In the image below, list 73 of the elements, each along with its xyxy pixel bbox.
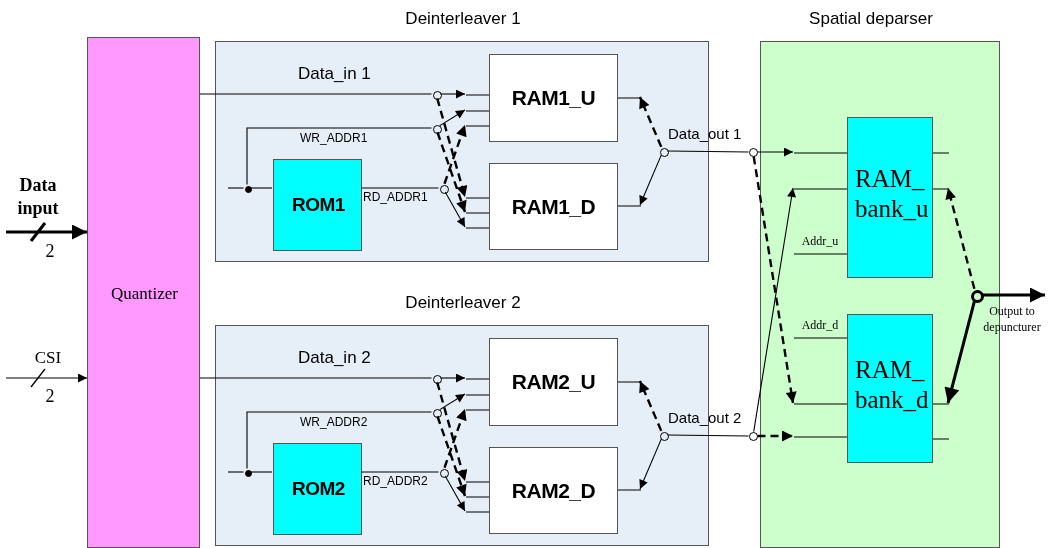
arrow bbox=[443, 124, 467, 185]
panel-title: Spatial deparser bbox=[808, 9, 934, 29]
signal-line bbox=[246, 127, 433, 186]
block-label: ROM2 bbox=[291, 478, 346, 500]
text-label: CSI bbox=[33, 347, 63, 369]
arrow bbox=[443, 408, 467, 469]
arrow bbox=[444, 191, 466, 228]
edge-label: RD_ADDR1 bbox=[363, 190, 428, 204]
ram-bank-block bbox=[794, 314, 949, 463]
arrow bbox=[639, 438, 662, 490]
block-label: RAM_ bank_d bbox=[855, 354, 930, 415]
signal-line bbox=[199, 93, 433, 95]
arrow bbox=[757, 430, 793, 442]
arrow bbox=[638, 380, 663, 432]
signal-name: Addr_d bbox=[800, 318, 840, 334]
quantizer-block bbox=[87, 37, 200, 548]
arrow bbox=[439, 393, 466, 411]
arrow bbox=[436, 415, 467, 497]
arrow bbox=[639, 154, 662, 206]
signal-name: Addr_u bbox=[800, 234, 840, 250]
block-label: RAM2_D bbox=[510, 478, 597, 503]
arrow bbox=[945, 187, 976, 289]
arrow bbox=[439, 373, 466, 383]
text-label: 2 bbox=[44, 240, 56, 263]
signal-line bbox=[982, 287, 1045, 303]
arrow bbox=[5, 373, 88, 383]
edge-label: WR_ADDR1 bbox=[300, 131, 368, 145]
arrow bbox=[638, 96, 663, 148]
text-label: 2 bbox=[44, 385, 56, 408]
edge-label: Data_in 1 bbox=[298, 64, 371, 84]
arrow bbox=[6, 224, 87, 240]
junction-dot bbox=[244, 469, 252, 477]
switch-pivot bbox=[970, 289, 984, 303]
signal-line bbox=[666, 150, 750, 153]
connector-line bbox=[227, 187, 245, 189]
connector-line bbox=[249, 471, 273, 473]
arrow bbox=[439, 109, 466, 127]
edge-label: WR_ADDR2 bbox=[300, 415, 368, 429]
connector-line bbox=[227, 471, 245, 473]
edge-label: Data_in 2 bbox=[298, 348, 371, 368]
arrow bbox=[436, 131, 467, 213]
arrow bbox=[756, 147, 794, 157]
signal-line bbox=[199, 377, 433, 379]
block-label: RAM_ bank_u bbox=[855, 163, 930, 224]
arrow bbox=[944, 300, 976, 404]
ram-block bbox=[466, 338, 641, 426]
ram-block bbox=[466, 54, 641, 142]
rom-block bbox=[273, 443, 362, 535]
arrow bbox=[439, 89, 466, 99]
arrow bbox=[444, 475, 466, 512]
signal-line bbox=[360, 187, 440, 189]
block-label: RAM1_U bbox=[510, 86, 597, 110]
junction-dot bbox=[244, 185, 252, 193]
rom-block bbox=[273, 159, 362, 251]
block-label: Quantizer bbox=[110, 284, 179, 304]
ram-bank-block bbox=[794, 117, 949, 278]
block-label: ROM1 bbox=[291, 194, 346, 216]
block-label: RAM1_D bbox=[510, 194, 597, 219]
panel-title: Deinterleaver 2 bbox=[404, 293, 522, 313]
signal-line bbox=[246, 411, 433, 470]
arrow bbox=[436, 382, 468, 482]
arrow bbox=[436, 98, 468, 198]
ram-block bbox=[466, 447, 641, 534]
arrow bbox=[752, 156, 797, 404]
connector-line bbox=[249, 187, 273, 189]
edge-label: RD_ADDR2 bbox=[363, 474, 428, 488]
ram-block bbox=[466, 163, 641, 250]
text-label: Data input bbox=[16, 174, 60, 221]
panel-title: Deinterleaver 1 bbox=[404, 9, 522, 29]
signal-line bbox=[666, 434, 750, 437]
block-label: RAM2_U bbox=[510, 370, 597, 394]
signal-line bbox=[360, 471, 440, 473]
arrow bbox=[753, 187, 796, 433]
